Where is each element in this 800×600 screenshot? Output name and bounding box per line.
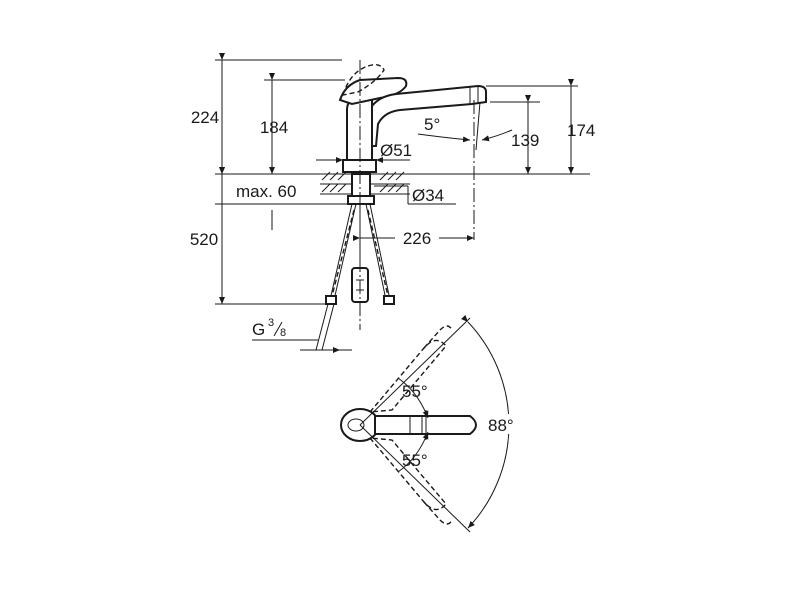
thread-g-label: G xyxy=(252,320,265,339)
pull-out-spout xyxy=(371,84,487,147)
thread-denominator: 8 xyxy=(280,327,286,339)
lever-handle-ghost xyxy=(341,63,385,96)
dim-226-label: 226 xyxy=(403,229,431,248)
spout-ghost-upper xyxy=(359,317,471,426)
side-view: 224 184 174 139 5° Ø51 max. 60 Ø34 xyxy=(190,53,595,353)
dim-520-label: 520 xyxy=(190,230,218,249)
spout-ghost-lower xyxy=(359,424,471,533)
thread-numerator: 3 xyxy=(268,317,274,329)
angle-55-lower-label: 55° xyxy=(402,451,428,470)
supply-hose-right xyxy=(365,203,387,301)
dim-d51-label: Ø51 xyxy=(380,141,412,160)
dim-174-label: 174 xyxy=(567,121,595,140)
angle-88-label: 88° xyxy=(488,416,514,435)
supply-hose-left xyxy=(329,203,353,301)
dim-224-label: 224 xyxy=(191,108,219,127)
dim-139-label: 139 xyxy=(511,131,539,150)
dim-5deg-label: 5° xyxy=(424,115,440,134)
top-view: 88° 55° 55° xyxy=(340,314,530,533)
dim-184-label: 184 xyxy=(260,118,288,137)
dim-max60-label: max. 60 xyxy=(236,182,296,201)
dim-d34-label: Ø34 xyxy=(412,186,444,205)
angle-55-upper-label: 55° xyxy=(402,382,428,401)
supply-connection xyxy=(315,303,329,351)
